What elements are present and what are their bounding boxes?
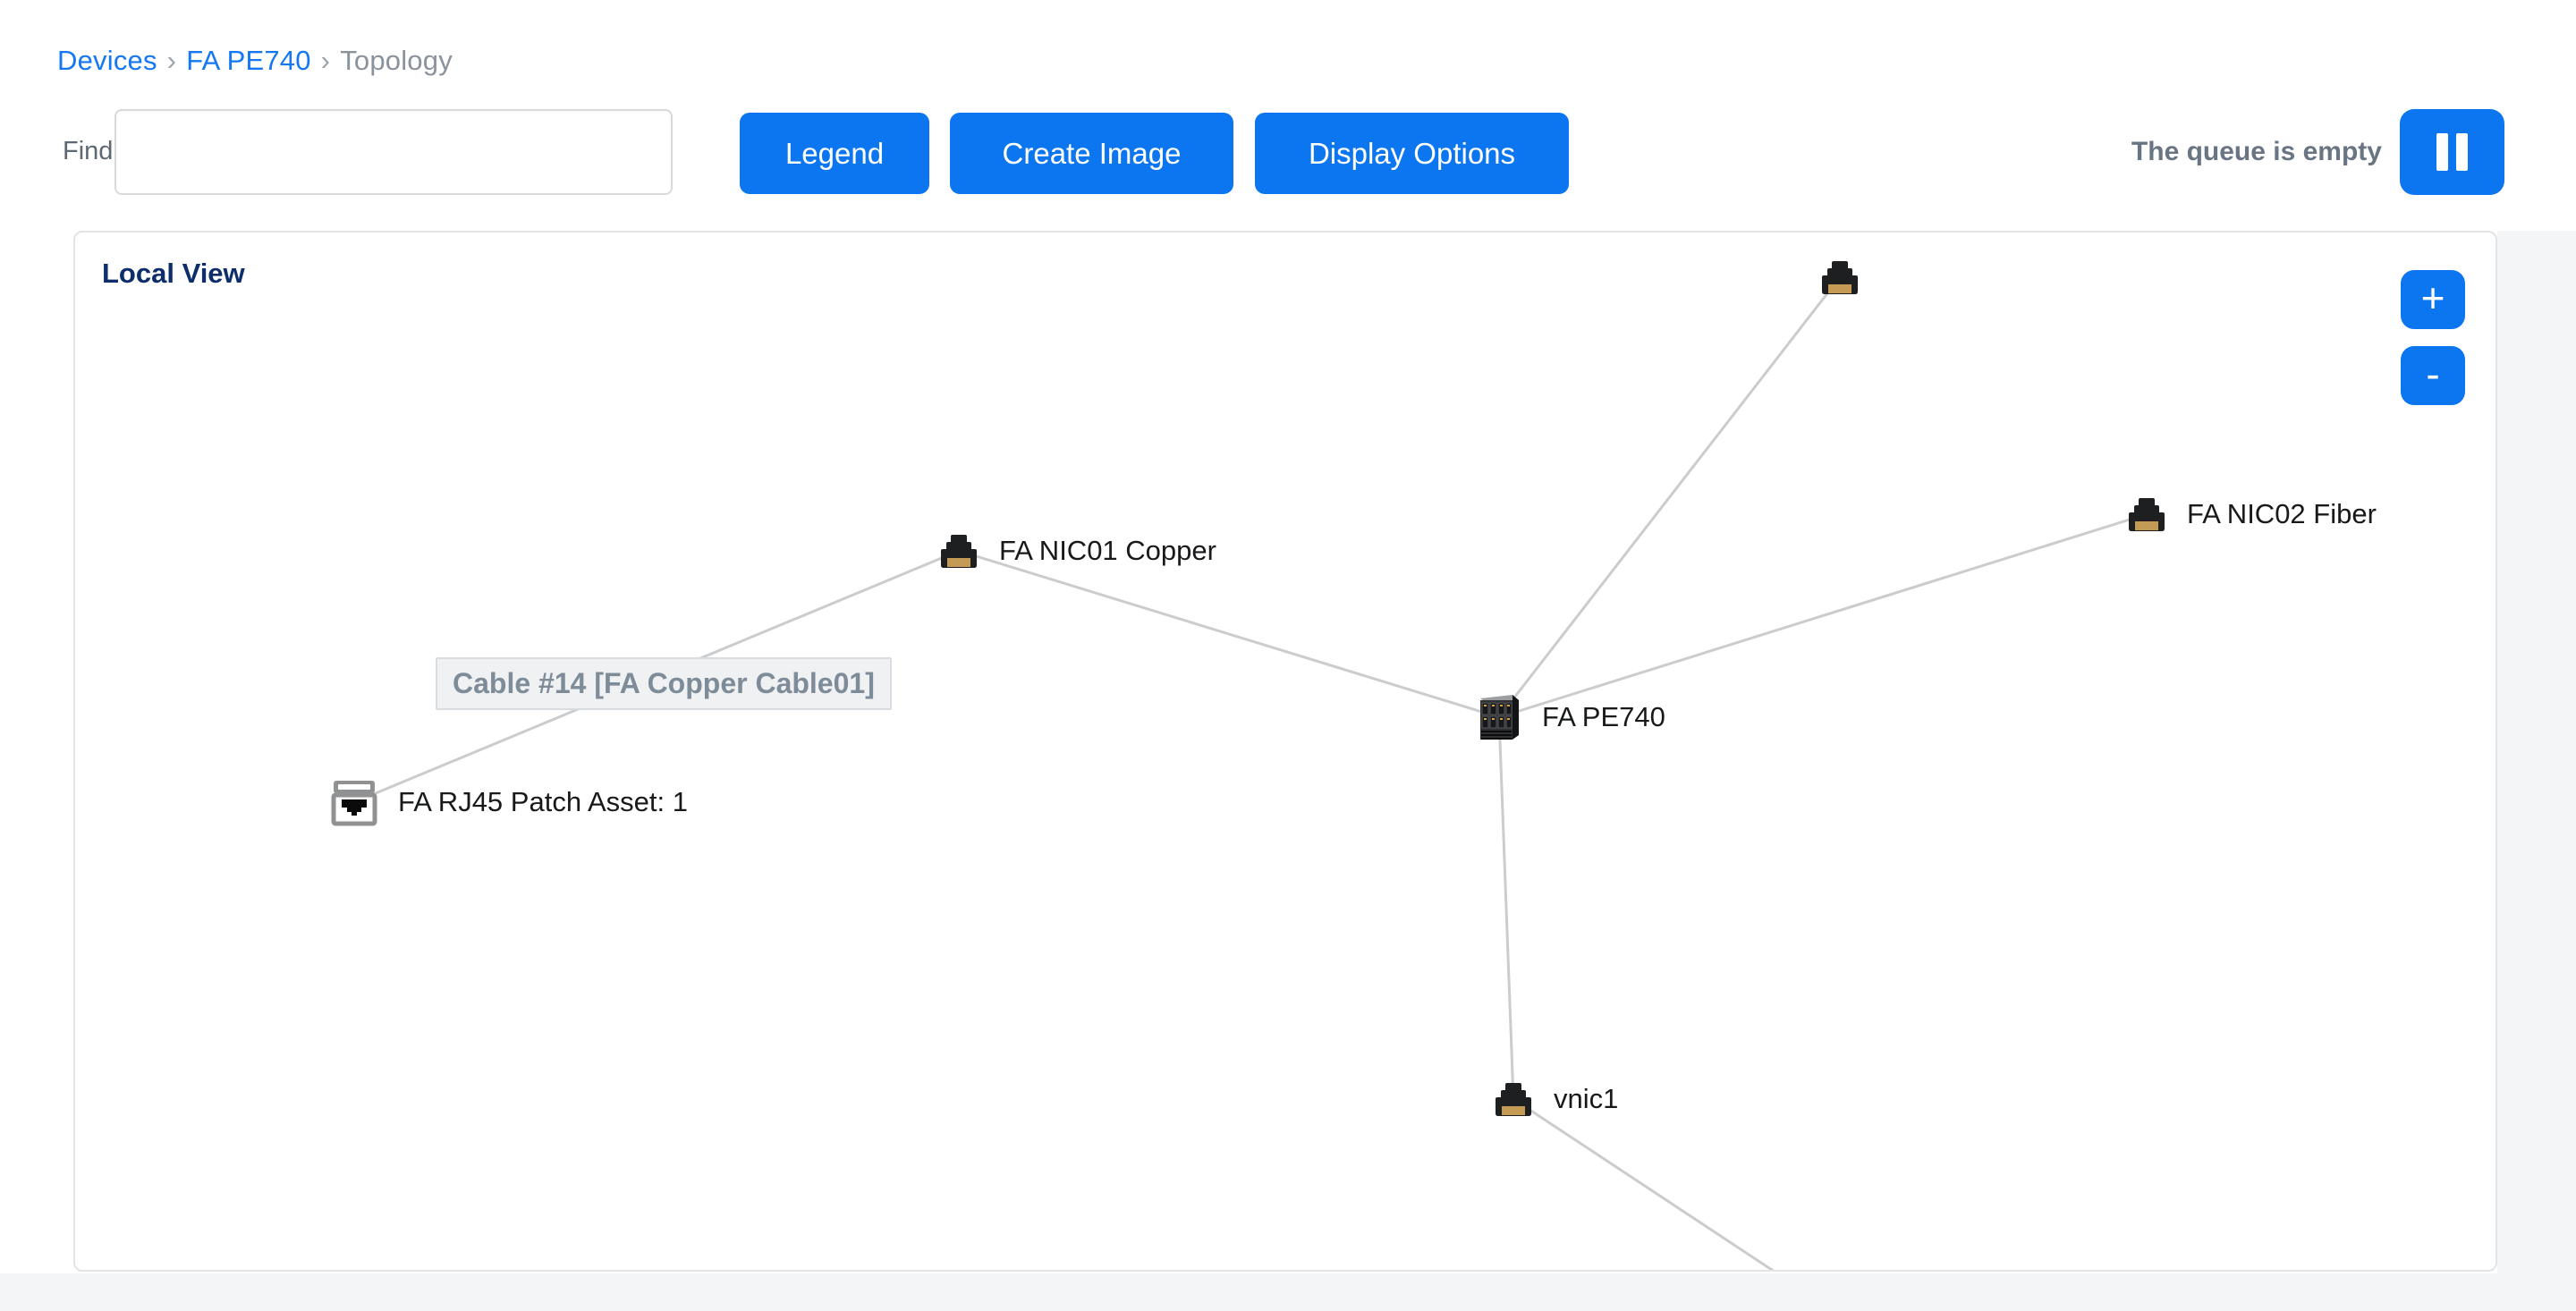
breadcrumb-separator: › <box>320 45 331 76</box>
view-mode-title: Local View <box>102 258 245 289</box>
pause-icon <box>2436 133 2468 171</box>
node-label: FA RJ45 Patch Asset: 1 <box>398 786 688 817</box>
find-label: Find <box>63 137 114 165</box>
breadcrumb: Devices › FA PE740 › Topology <box>57 45 453 77</box>
topology-canvas[interactable]: Local View FA NIC01 Copper FA NIC02 Fibe… <box>73 231 2497 1272</box>
find-input[interactable] <box>114 109 673 195</box>
rj45-port-icon <box>938 532 979 570</box>
zoom-in-button[interactable]: + <box>2401 270 2465 329</box>
node-label: FA PE740 <box>1542 701 1665 732</box>
topology-node-vnic1[interactable]: vnic1 <box>1493 1080 1618 1118</box>
rj45-port-icon <box>1819 258 1860 296</box>
cable-edge-label: Cable #14 [FA Copper Cable01] <box>436 657 892 710</box>
topology-node-fa-pe740[interactable]: FA PE740 <box>1476 692 1665 742</box>
pause-queue-button[interactable] <box>2400 109 2504 195</box>
topology-edge <box>1497 276 1842 718</box>
topology-node-port-top[interactable] <box>1819 258 1860 296</box>
queue-status-area: The queue is empty <box>2131 109 2504 195</box>
node-label: FA NIC02 Fiber <box>2187 498 2377 529</box>
node-label: FA NIC01 Copper <box>999 535 1216 566</box>
server-icon <box>1476 692 1522 742</box>
patch-panel-icon <box>330 778 378 826</box>
topology-edge <box>958 549 1500 719</box>
page-right-gutter <box>2497 231 2576 1311</box>
legend-button[interactable]: Legend <box>740 113 929 194</box>
node-label: vnic1 <box>1554 1083 1619 1114</box>
topology-node-fa-nic01[interactable]: FA NIC01 Copper <box>938 532 1216 570</box>
breadcrumb-separator: › <box>166 45 177 76</box>
zoom-out-button[interactable]: - <box>2401 346 2465 405</box>
rj45-port-icon <box>2126 495 2167 533</box>
topology-edge <box>1498 512 2148 719</box>
breadcrumb-current-page: Topology <box>340 45 453 76</box>
page-bottom-gutter <box>0 1273 2576 1311</box>
topology-node-fa-rj45-patch[interactable]: FA RJ45 Patch Asset: 1 <box>330 778 688 826</box>
queue-status-text: The queue is empty <box>2131 137 2382 166</box>
topology-edge <box>1497 716 1515 1100</box>
topology-edges <box>353 276 2148 1270</box>
topology-node-fa-nic02[interactable]: FA NIC02 Fiber <box>2126 495 2377 533</box>
topology-edge <box>1513 1097 1775 1270</box>
display-options-button[interactable]: Display Options <box>1255 113 1569 194</box>
rj45-port-icon <box>1493 1080 1534 1118</box>
breadcrumb-link-devices[interactable]: Devices <box>57 45 157 76</box>
breadcrumb-link-device[interactable]: FA PE740 <box>186 45 311 76</box>
create-image-button[interactable]: Create Image <box>950 113 1233 194</box>
